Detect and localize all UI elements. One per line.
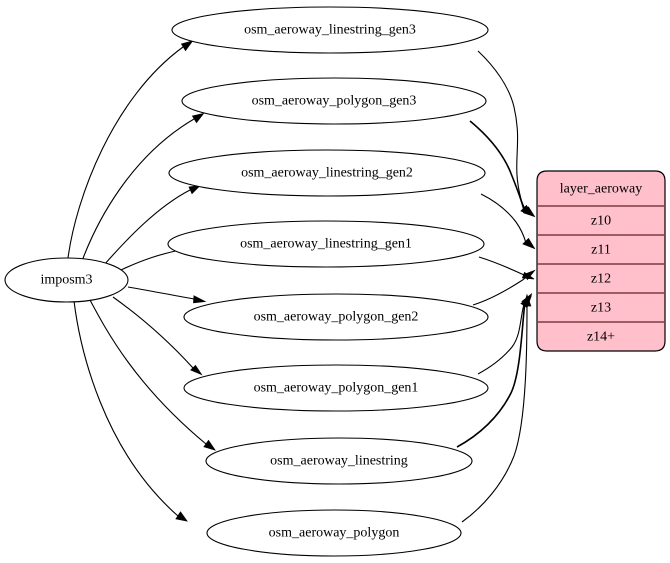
layer_aeroway-header-label: layer_aeroway — [560, 182, 642, 197]
edge-imposm3-to-osm_aeroway_polygon_gen1 — [112, 296, 203, 376]
edge-imposm3-to-osm_aeroway_polygon — [73, 300, 188, 522]
edge-imposm3-to-osm_aeroway_linestring — [89, 299, 216, 451]
node-osm_aeroway_polygon-label: osm_aeroway_polygon — [269, 526, 400, 541]
node-layer_aeroway[interactable]: layer_aeroway z10 z11 z12 z13 z14+ — [536, 170, 666, 352]
node-osm_aeroway_linestring_gen1[interactable]: osm_aeroway_linestring_gen1 — [167, 220, 485, 268]
node-osm_aeroway_linestring_gen2[interactable]: osm_aeroway_linestring_gen2 — [168, 149, 486, 197]
node-osm_aeroway_polygon_gen2[interactable]: osm_aeroway_polygon_gen2 — [183, 293, 489, 341]
edge-osm_aeroway_linestring_gen2-to-z11 — [480, 193, 536, 250]
edge-osm_aeroway_polygon_gen1-to-z12 — [477, 295, 532, 375]
edge-imposm3-to-osm_aeroway_linestring_gen2 — [103, 184, 202, 266]
node-imposm3-label: imposm3 — [40, 273, 92, 288]
node-imposm3[interactable]: imposm3 — [4, 257, 129, 303]
edge-imposm3-to-osm_aeroway_linestring_gen3 — [67, 40, 194, 259]
node-osm_aeroway_linestring_gen3-label: osm_aeroway_linestring_gen3 — [244, 23, 416, 38]
node-osm_aeroway_linestring_gen1-label: osm_aeroway_linestring_gen1 — [240, 237, 412, 252]
layer_aeroway-row-z13-label: z13 — [591, 301, 611, 316]
node-osm_aeroway_polygon_gen3-label: osm_aeroway_polygon_gen3 — [252, 94, 417, 109]
layer_aeroway-row-z11-label: z11 — [591, 243, 611, 258]
layer_aeroway-row-z14-label: z14+ — [587, 330, 615, 345]
edge-osm_aeroway_polygon_gen2-to-z11 — [472, 269, 536, 306]
node-osm_aeroway_polygon_gen1[interactable]: osm_aeroway_polygon_gen1 — [183, 364, 489, 412]
node-osm_aeroway_polygon_gen3[interactable]: osm_aeroway_polygon_gen3 — [181, 77, 487, 125]
layer_aeroway-row-z12-label: z12 — [591, 272, 611, 287]
node-osm_aeroway_linestring-label: osm_aeroway_linestring — [270, 454, 408, 469]
node-osm_aeroway_linestring[interactable]: osm_aeroway_linestring — [205, 437, 473, 485]
node-osm_aeroway_linestring_gen3[interactable]: osm_aeroway_linestring_gen3 — [171, 6, 489, 54]
edge-osm_aeroway_linestring_gen3-to-z10 — [477, 50, 536, 218]
node-osm_aeroway_linestring_gen2-label: osm_aeroway_linestring_gen2 — [241, 166, 413, 181]
edge-imposm3-to-osm_aeroway_polygon_gen3 — [81, 112, 205, 262]
layer_aeroway-body — [536, 170, 666, 352]
node-osm_aeroway_polygon[interactable]: osm_aeroway_polygon — [206, 509, 462, 557]
edge-osm_aeroway_polygon_gen3-to-z10 — [469, 120, 534, 217]
edge-group-tables-to-layer — [456, 50, 536, 523]
edge-osm_aeroway_polygon-to-z14 — [461, 293, 532, 523]
edge-imposm3-to-osm_aeroway_polygon_gen2 — [127, 286, 207, 304]
node-osm_aeroway_polygon_gen2-label: osm_aeroway_polygon_gen2 — [254, 310, 419, 325]
node-osm_aeroway_polygon_gen1-label: osm_aeroway_polygon_gen1 — [254, 381, 419, 396]
layer_aeroway-row-z10-label: z10 — [591, 214, 611, 229]
